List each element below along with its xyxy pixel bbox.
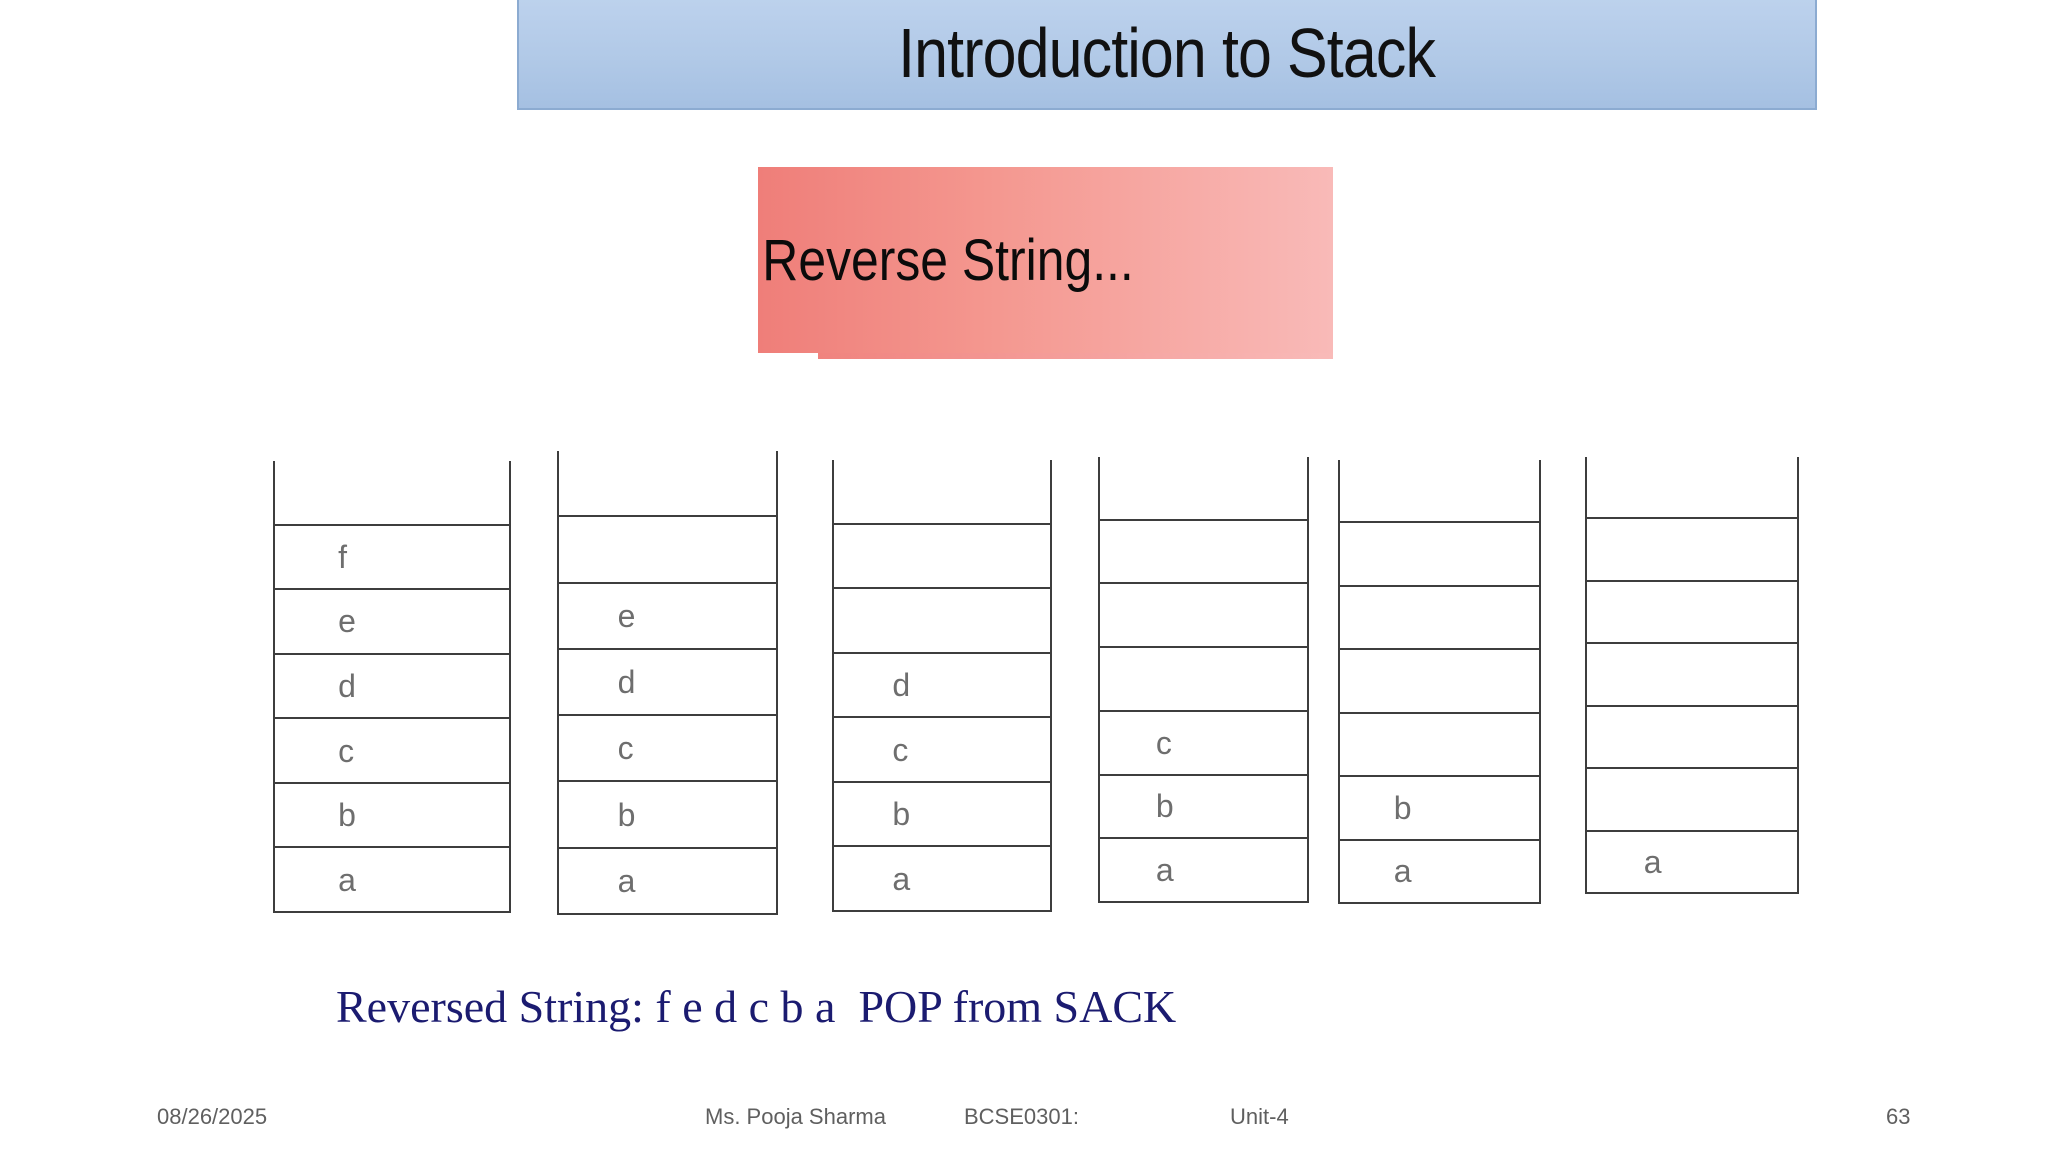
footer-date: 08/26/2025 xyxy=(157,1104,268,1129)
stack-cell-empty xyxy=(1340,521,1539,584)
cell-letter: d xyxy=(338,668,356,705)
cell-letter: a xyxy=(338,861,356,898)
stack-open-top xyxy=(834,460,1050,523)
cell-letter: a xyxy=(892,860,911,897)
stack-open-top xyxy=(1587,457,1797,517)
stack-open-top xyxy=(275,461,509,524)
stack-cell-c: c xyxy=(1100,709,1307,774)
stack-6: a xyxy=(1585,457,1799,894)
stack-cell-empty xyxy=(1587,642,1797,704)
cell-letter: b xyxy=(338,797,356,834)
cell-letter: d xyxy=(892,667,911,704)
footer-page-number: 63 xyxy=(1886,1104,1911,1129)
cell-letter: a xyxy=(1643,843,1662,880)
stack-cell-empty xyxy=(834,522,1050,588)
cell-letter: c xyxy=(617,730,634,767)
slide-title-bar: Introduction to Stack xyxy=(517,0,1817,110)
stack-cell-empty xyxy=(1587,579,1797,642)
stack-open-top xyxy=(1100,457,1307,519)
stack-cell-d: d xyxy=(275,652,509,718)
cell-letter: e xyxy=(338,603,356,640)
stack-cell-c: c xyxy=(275,717,509,782)
stack-cell-empty xyxy=(1340,648,1539,711)
cell-letter: b xyxy=(1393,789,1412,826)
stack-cell-empty xyxy=(1587,517,1797,579)
cell-letter: b xyxy=(892,796,911,833)
stack-cell-b: b xyxy=(559,780,776,846)
stack-cell-b: b xyxy=(834,780,1050,846)
reversed-string-caption: Reversed String: f e d c b a POP from SA… xyxy=(336,981,1177,1032)
banner-label: Reverse String... xyxy=(762,227,1134,293)
stack-cell-a: a xyxy=(1100,837,1307,901)
slide-title: Introduction to Stack xyxy=(898,14,1437,92)
stack-cell-empty xyxy=(1587,704,1797,767)
stack-cell-d: d xyxy=(834,651,1050,717)
cell-letter: c xyxy=(338,732,355,769)
cell-letter: a xyxy=(1393,853,1412,890)
stack-cell-f: f xyxy=(275,523,509,589)
cell-letter: c xyxy=(892,731,909,768)
stack-cell-a: a xyxy=(559,846,776,913)
cell-letter: d xyxy=(617,663,636,700)
stack-cell-empty xyxy=(1340,711,1539,775)
stack-cell-a: a xyxy=(834,845,1050,910)
cell-letter: f xyxy=(338,538,348,575)
stack-cell-c: c xyxy=(834,716,1050,781)
cell-letter: c xyxy=(1155,724,1172,761)
stack-cell-e: e xyxy=(559,581,776,648)
stack-cell-empty xyxy=(1587,767,1797,829)
cell-letter: b xyxy=(617,796,636,833)
stack-cell-a: a xyxy=(1340,838,1539,902)
stack-cell-empty xyxy=(1340,584,1539,648)
stack-cell-empty xyxy=(1100,518,1307,583)
stack-cell-empty xyxy=(1100,582,1307,646)
stack-cell-a: a xyxy=(1587,829,1797,892)
cell-letter: b xyxy=(1155,788,1174,825)
reverse-string-banner: Reverse String... xyxy=(758,167,1333,359)
stack-cell-b: b xyxy=(1100,773,1307,838)
stack-cell-empty xyxy=(559,515,776,581)
footer-author: Ms. Pooja Sharma xyxy=(705,1104,886,1129)
stack-cell-b: b xyxy=(275,781,509,847)
stack-cell-c: c xyxy=(559,714,776,780)
stack-cell-b: b xyxy=(1340,775,1539,838)
stack-open-top xyxy=(559,451,776,515)
stack-cell-empty xyxy=(834,587,1050,652)
cell-letter: a xyxy=(1155,852,1174,889)
stack-cell-empty xyxy=(1100,646,1307,710)
footer-unit: Unit-4 xyxy=(1230,1104,1289,1129)
stack-open-top xyxy=(1340,460,1539,521)
cell-letter: a xyxy=(617,862,636,899)
cell-letter: e xyxy=(617,597,636,634)
stack-cell-d: d xyxy=(559,647,776,714)
footer-course-code: BCSE0301: xyxy=(964,1104,1079,1129)
stack-cell-e: e xyxy=(275,588,509,653)
stack-cell-a: a xyxy=(275,846,509,911)
